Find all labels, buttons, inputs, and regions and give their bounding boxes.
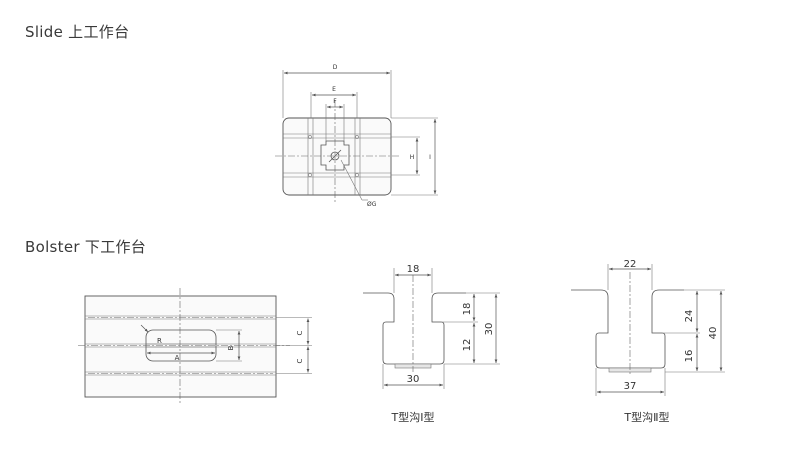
slide-plate	[282, 117, 392, 196]
tslot2-profile	[571, 289, 684, 369]
tslot1-caption: T型沟Ⅰ型	[391, 410, 435, 424]
slide-label-d: D	[333, 64, 338, 71]
slide-drawing: D E F H I ØG	[275, 64, 438, 208]
bolster-label-c-top: C	[296, 330, 304, 335]
tslot1-upper-height: 18	[462, 303, 473, 316]
slide-label-f: F	[333, 98, 337, 105]
tslot2-lower-height: 16	[684, 350, 695, 363]
bolster-label-a: A	[175, 354, 180, 362]
bolster-heading: Bolster 下工作台	[25, 238, 147, 256]
slide-label-g: ØG	[367, 201, 377, 208]
tslot2-caption: T型沟Ⅱ型	[623, 410, 669, 424]
tslot2-bottom-width: 37	[624, 381, 637, 392]
slide-heading: Slide 上工作台	[25, 23, 130, 41]
tslot2-top-width: 22	[624, 259, 637, 270]
tslot2-total-height: 40	[708, 327, 719, 340]
tslot1-top-width: 18	[407, 264, 420, 275]
slide-label-e: E	[332, 86, 336, 93]
slide-label-i: I	[429, 154, 431, 161]
tslot-type-1: 18 30 18 12 30 T型沟Ⅰ型	[363, 264, 500, 424]
tslot-type-2: 22 37 24 16 40 T型沟Ⅱ型	[571, 259, 725, 424]
bolster-label-r: R	[157, 337, 162, 345]
slide-label-h: H	[410, 154, 415, 161]
tslot2-upper-height: 24	[684, 310, 695, 323]
tslot1-bottom-width: 30	[407, 374, 420, 385]
bolster-label-b: B	[227, 345, 235, 350]
bolster-label-c-bottom: C	[296, 358, 304, 363]
tslot1-lower-height: 12	[462, 339, 473, 352]
bolster-plate	[84, 295, 277, 398]
bolster-drawing: R A B C C	[78, 288, 312, 405]
tslot1-profile	[363, 292, 466, 365]
tslot1-total-height: 30	[484, 323, 495, 336]
